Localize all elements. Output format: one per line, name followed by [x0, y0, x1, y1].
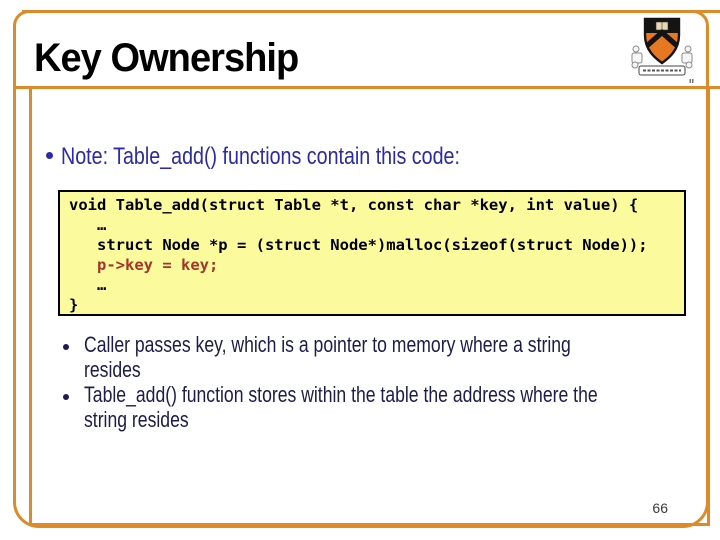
- page-number: 66: [652, 500, 668, 516]
- bullet-icon: [63, 344, 69, 350]
- banner-tail-mark: [689, 79, 694, 83]
- note-bullet-text: Note: Table_add() functions contain this…: [61, 143, 460, 170]
- left-scroll-decoration: [631, 45, 643, 69]
- motto-banner: [638, 65, 686, 76]
- bullet-caller-line-2: resides: [84, 357, 141, 382]
- bullet-icon: [46, 152, 53, 159]
- bullet-tableadd-line-2: string resides: [84, 407, 189, 432]
- code-line-1: void Table_add(struct Table *t, const ch…: [69, 196, 639, 214]
- shield-icon: [643, 17, 681, 65]
- code-line-6: }: [69, 296, 79, 314]
- code-line-2: …: [69, 216, 107, 234]
- content-placeholder-frame: [29, 86, 710, 526]
- slide-title: Key Ownership: [34, 36, 299, 80]
- chevron-icon: [645, 29, 679, 51]
- code-line-4-highlighted: p->key = key;: [69, 256, 219, 274]
- right-scroll-decoration: [681, 45, 693, 69]
- bullet-caller-line-1: Caller passes key, which is a pointer to…: [84, 332, 571, 357]
- code-line-5: …: [69, 276, 107, 294]
- bullet-icon: [63, 394, 69, 400]
- code-block: void Table_add(struct Table *t, const ch…: [58, 190, 686, 316]
- code-line-3: struct Node *p = (struct Node*)malloc(si…: [69, 236, 648, 254]
- princeton-crest-icon: [631, 17, 694, 83]
- bullet-tableadd-line-1: Table_add() function stores within the t…: [84, 382, 598, 407]
